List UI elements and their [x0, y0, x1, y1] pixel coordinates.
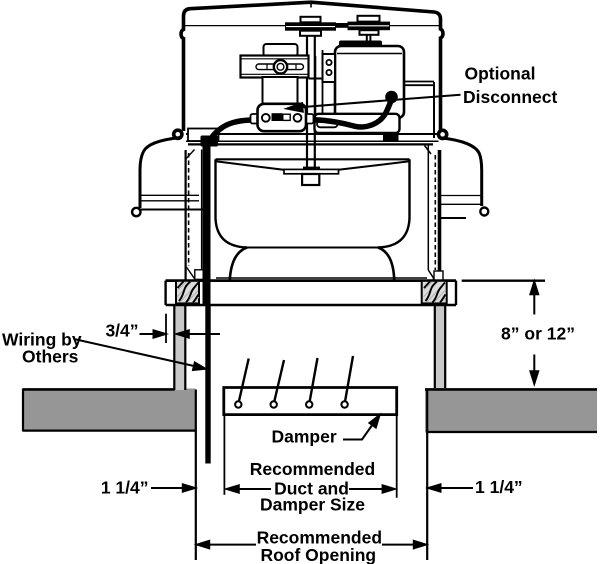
svg-text:Roof Opening: Roof Opening — [260, 545, 376, 564]
svg-text:Wiring by: Wiring by — [2, 330, 82, 350]
svg-text:1 1/4”: 1 1/4” — [475, 477, 523, 497]
svg-text:Optional: Optional — [465, 64, 536, 84]
svg-text:8” or 12”: 8” or 12” — [501, 324, 575, 344]
svg-text:Damper Size: Damper Size — [260, 494, 365, 514]
svg-text:3/4”: 3/4” — [105, 321, 138, 341]
svg-text:Recommended: Recommended — [250, 459, 375, 479]
svg-text:1 1/4”: 1 1/4” — [101, 478, 149, 498]
svg-text:Disconnect: Disconnect — [463, 87, 557, 107]
svg-text:Others: Others — [22, 347, 79, 367]
svg-text:Damper: Damper — [272, 427, 337, 447]
svg-text:Duct and: Duct and — [274, 478, 349, 498]
svg-text:Recommended: Recommended — [257, 527, 382, 547]
